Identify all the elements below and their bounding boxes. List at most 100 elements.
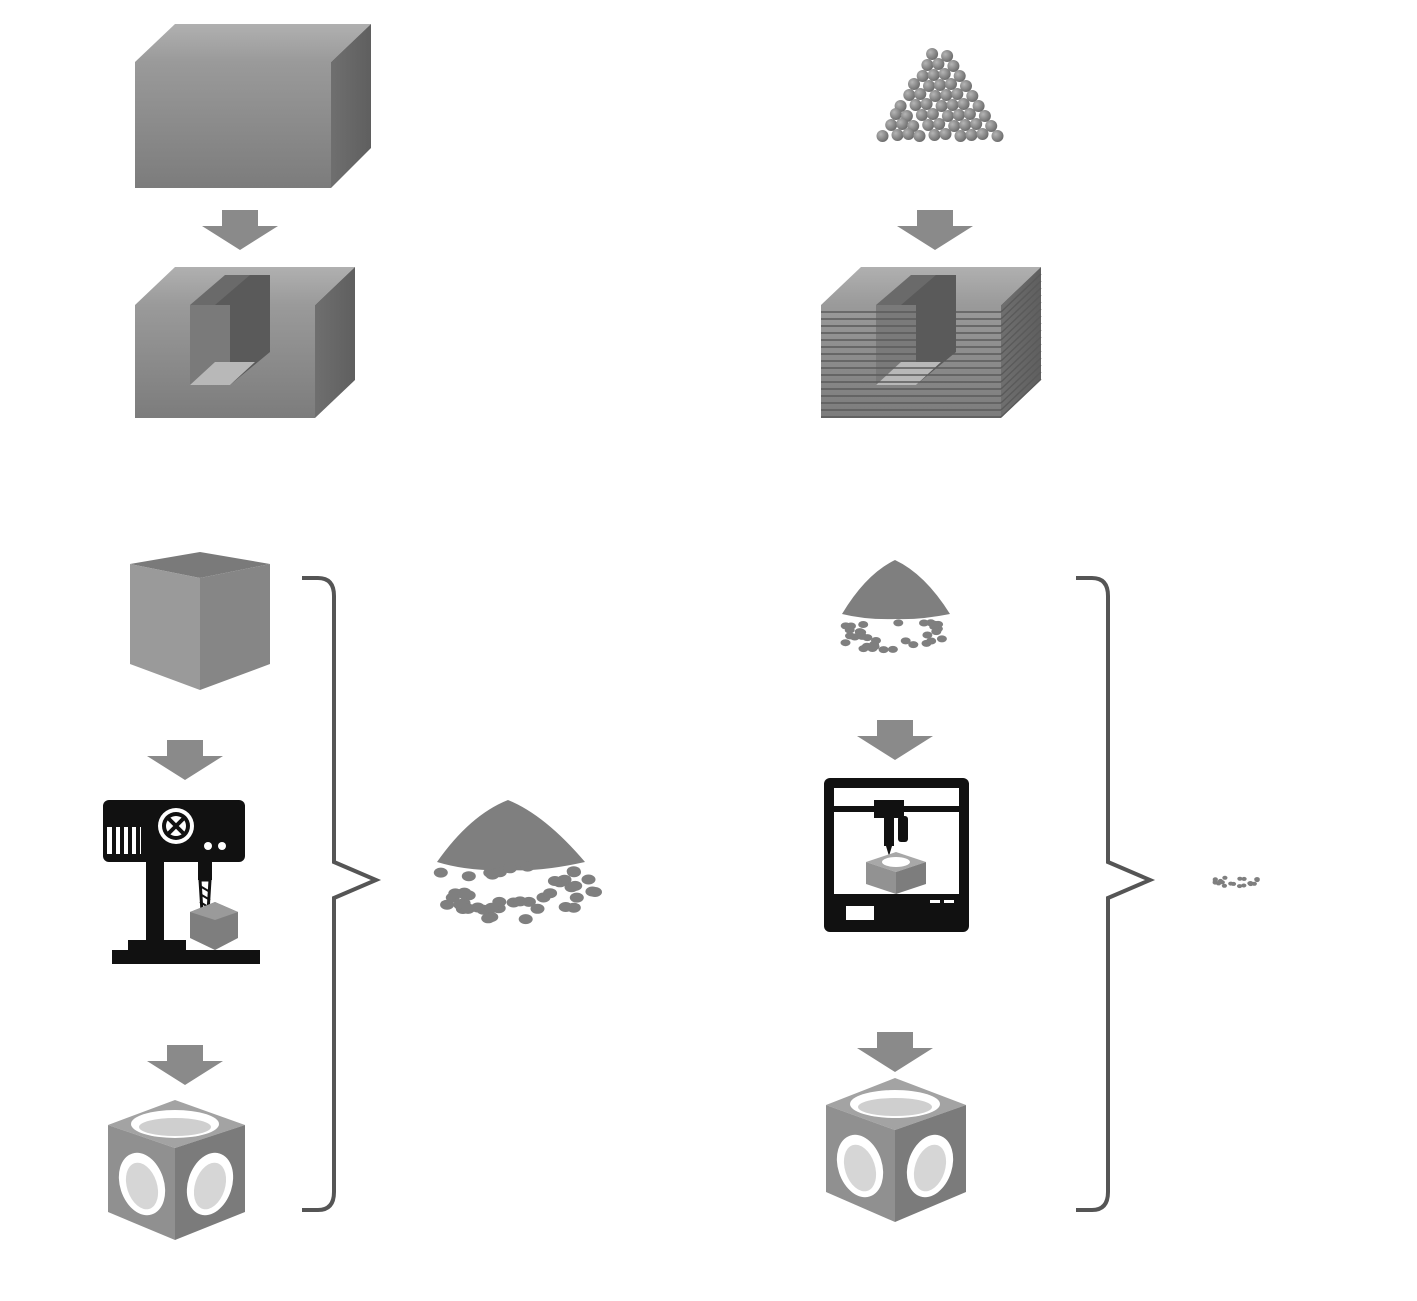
particle xyxy=(547,876,562,886)
down-arrow-icon xyxy=(897,210,973,250)
grouping-brace xyxy=(302,576,382,1212)
particle xyxy=(1237,884,1243,889)
particle xyxy=(1254,877,1260,882)
particle xyxy=(935,100,948,112)
particle xyxy=(922,631,933,639)
layered-block-icon xyxy=(821,267,1042,418)
particle xyxy=(933,118,946,130)
particle xyxy=(876,130,889,142)
particle xyxy=(893,619,904,627)
particle xyxy=(966,90,979,102)
particle xyxy=(1221,883,1227,888)
particle xyxy=(954,130,967,142)
particle xyxy=(951,88,964,100)
particle xyxy=(585,886,600,897)
particle xyxy=(543,888,558,899)
particle xyxy=(985,120,998,132)
particle xyxy=(840,622,851,630)
down-arrow-icon xyxy=(147,740,223,780)
particle xyxy=(978,110,991,122)
particle xyxy=(916,70,929,82)
particle xyxy=(932,58,945,70)
particle xyxy=(953,70,966,82)
particle xyxy=(566,902,581,913)
particle xyxy=(518,914,533,925)
particle-pile-icon xyxy=(876,48,1004,142)
lattice-cube-icon xyxy=(108,1100,245,1240)
particle xyxy=(891,129,904,141)
particle xyxy=(502,863,517,874)
particle xyxy=(921,59,934,71)
solid-block-icon xyxy=(135,24,371,188)
particle xyxy=(889,108,902,120)
particle xyxy=(908,78,920,90)
particle xyxy=(433,867,448,878)
particle xyxy=(1241,876,1247,881)
lattice-cube-icon xyxy=(826,1078,966,1222)
particle xyxy=(902,128,915,140)
particle xyxy=(858,621,869,628)
particle xyxy=(840,639,851,647)
particle xyxy=(581,874,596,885)
particle xyxy=(481,913,496,924)
particle xyxy=(976,128,989,140)
particle xyxy=(896,118,909,130)
particle xyxy=(913,130,926,142)
particle xyxy=(520,861,535,872)
particle xyxy=(920,98,933,110)
grouping-brace xyxy=(1076,576,1156,1212)
particle xyxy=(530,903,545,914)
particle xyxy=(1247,881,1253,886)
particle xyxy=(931,628,942,636)
particle xyxy=(484,902,499,913)
particle xyxy=(858,645,869,653)
particle xyxy=(878,646,889,654)
particle xyxy=(908,641,919,649)
down-arrow-icon xyxy=(147,1045,223,1085)
machined-block-icon xyxy=(135,267,355,418)
particle xyxy=(887,645,898,653)
particle xyxy=(926,637,937,645)
particle xyxy=(970,118,983,130)
particle xyxy=(940,89,953,101)
particle xyxy=(513,896,528,907)
particle xyxy=(1212,877,1218,882)
particle xyxy=(862,634,873,642)
particle xyxy=(900,637,911,645)
particle xyxy=(927,69,940,81)
particle xyxy=(965,129,978,141)
particle xyxy=(936,635,947,643)
particle xyxy=(945,78,957,90)
particle xyxy=(566,866,581,877)
particle xyxy=(1222,875,1228,880)
particle xyxy=(947,60,960,72)
tiny-particle-cluster-icon xyxy=(1212,875,1260,889)
particle xyxy=(568,880,583,891)
particle xyxy=(1241,883,1247,888)
particle xyxy=(1219,880,1225,885)
particle xyxy=(461,871,476,882)
particle xyxy=(928,129,941,141)
particle xyxy=(926,48,939,60)
solid-cube-icon xyxy=(130,552,270,690)
down-arrow-icon xyxy=(857,720,933,760)
particle xyxy=(569,892,584,903)
particle xyxy=(919,619,929,627)
particle xyxy=(923,80,935,92)
particle xyxy=(909,99,922,111)
particle xyxy=(1251,881,1257,886)
particle xyxy=(1237,876,1243,881)
particle xyxy=(929,90,942,102)
particle xyxy=(948,120,961,132)
particle xyxy=(991,130,1004,142)
particle xyxy=(903,89,916,101)
particle xyxy=(963,108,976,120)
3d-printer-icon xyxy=(824,778,969,932)
particle xyxy=(946,99,959,111)
particle xyxy=(869,643,880,650)
particle xyxy=(914,88,927,100)
particle xyxy=(922,119,935,131)
down-arrow-icon xyxy=(857,1032,933,1072)
